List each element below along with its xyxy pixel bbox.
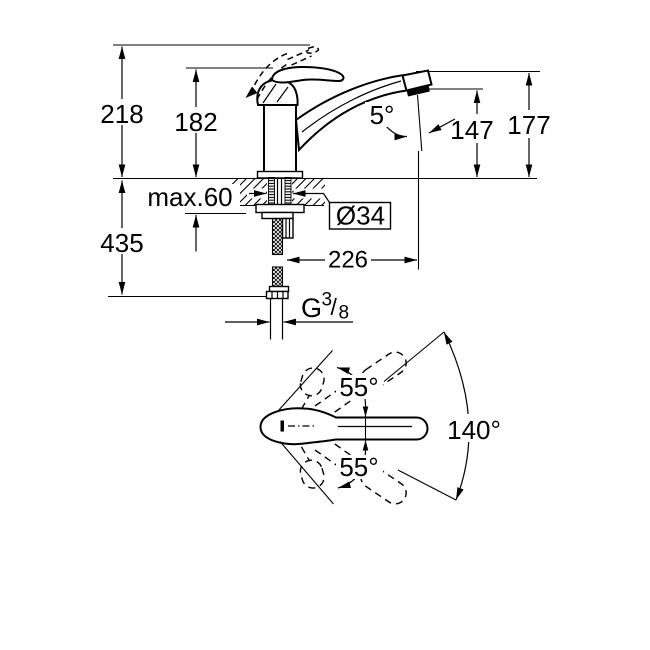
dim-hole-diameter-label: Ø34 [336, 201, 385, 231]
dim-body-height-label: 182 [174, 107, 217, 137]
thread-denominator-label: 8 [339, 303, 350, 324]
hole-diameter-callout: Ø34 [247, 188, 392, 231]
dim-outlet-angle-label: 5° [370, 100, 395, 130]
dimensions-side-view: 218 182 435 max.60 147 177 5° [97, 46, 554, 326]
dim-swivel-upper-label: 55° [339, 372, 378, 402]
dim-aerator-height-label: 147 [450, 115, 493, 145]
lever-motion-arrow-icon [245, 86, 258, 98]
faucet-base-plate [256, 170, 304, 179]
thread-slash-label: / [331, 294, 338, 320]
faucet-body-column [263, 104, 297, 173]
dim-spout-reach-label: 226 [328, 247, 368, 274]
dim-outlet-height-label: 177 [507, 110, 550, 140]
lever-raised-dashed [245, 46, 320, 100]
thread-numerator-label: 3 [322, 290, 333, 311]
swivel-55-lower: 55° [279, 441, 383, 505]
lever-handle [270, 65, 345, 84]
handle-swivel-plan-view: 55° 55° 140° [259, 331, 506, 505]
thread-size-callout: G 3 / 8 [225, 290, 353, 326]
spout-tip [401, 69, 433, 92]
dim-swivel-total-label: 140° [447, 415, 501, 445]
aerator-icon [406, 85, 430, 97]
hose-connector [265, 285, 290, 340]
dim-below-counter-label: 435 [100, 228, 143, 258]
pivot-center-mark-icon [280, 420, 284, 432]
swivel-140-total: 140° [383, 331, 506, 501]
swivel-reference-tick [362, 404, 369, 451]
faucet-side-view [245, 46, 433, 340]
thread-letter-label: G [301, 293, 322, 323]
dim-swivel-lower-label: 55° [339, 452, 378, 482]
dim-max-thickness-label: max.60 [147, 182, 232, 212]
spout-highlight-line [301, 80, 402, 133]
flex-hose [271, 217, 284, 289]
outlet-angle-callout: 5° [365, 94, 456, 270]
dim-overall-height-label: 218 [100, 99, 143, 129]
swivel-55-upper: 55° [277, 350, 383, 412]
mounting-stud [281, 217, 294, 239]
extension-lines [108, 44, 540, 298]
